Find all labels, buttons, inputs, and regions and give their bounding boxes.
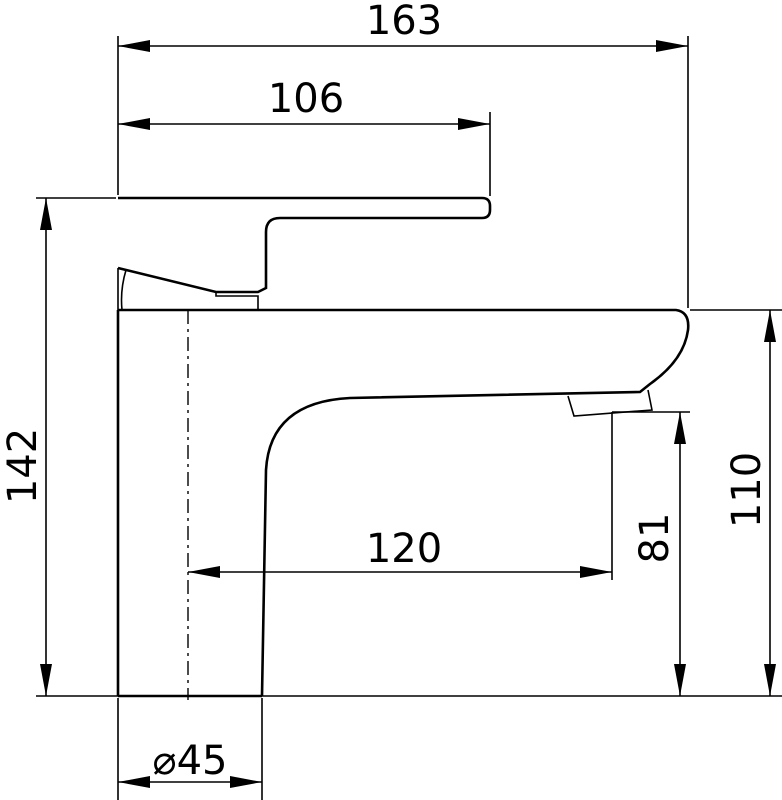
dim-lever-length	[118, 118, 490, 130]
lever-handle	[117, 196, 492, 294]
label-spout-reach: 120	[366, 526, 442, 572]
label-overall-width: 163	[366, 0, 442, 44]
dim-spout-reach	[188, 566, 612, 578]
lever-hub	[117, 268, 259, 311]
label-spout-top-height: 110	[724, 452, 770, 528]
label-lever-length: 106	[268, 76, 344, 122]
dim-base-diameter	[118, 776, 262, 788]
dim-spout-outlet-height	[674, 412, 686, 696]
dim-overall-height	[40, 198, 52, 696]
extension-lines	[36, 36, 782, 800]
spout-body	[116, 308, 690, 697]
label-spout-outlet-height: 81	[632, 513, 678, 564]
dim-spout-top-height	[764, 310, 776, 696]
dim-overall-width	[118, 40, 688, 52]
label-base-diameter: ⌀45	[153, 738, 228, 784]
label-overall-height: 142	[0, 428, 46, 504]
faucet-outline	[116, 196, 690, 698]
aerator	[567, 389, 653, 417]
